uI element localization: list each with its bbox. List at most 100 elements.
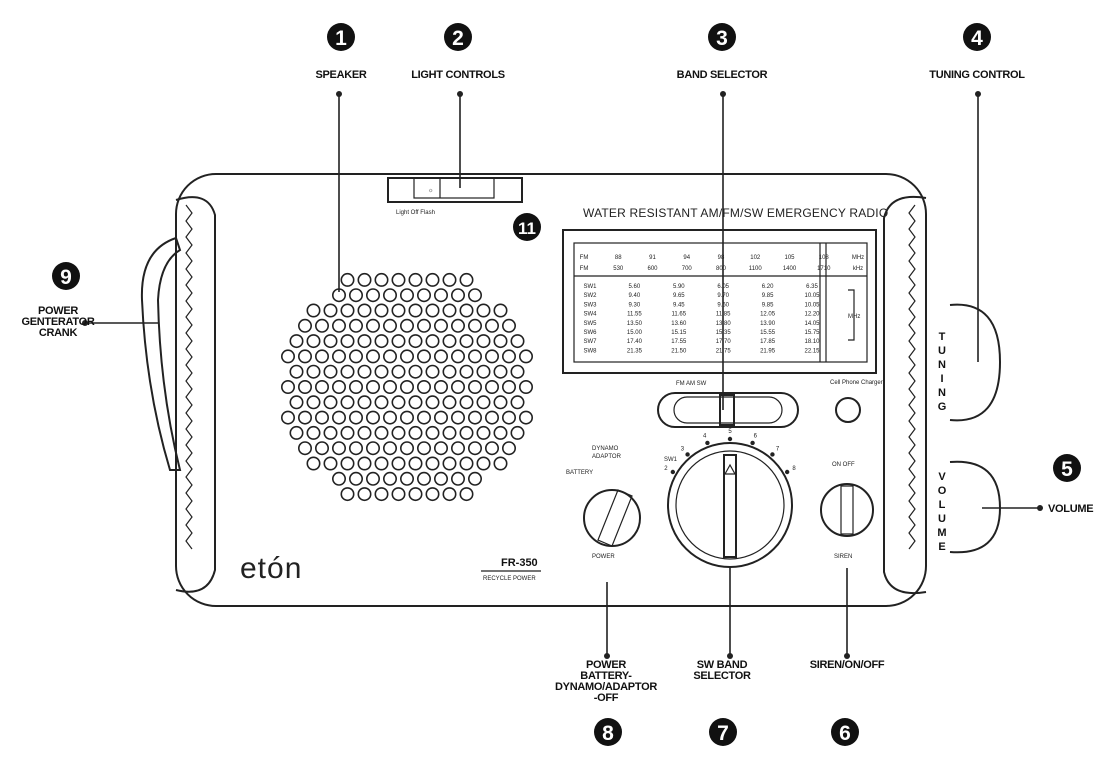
- speaker-hole: [408, 364, 423, 379]
- volume-vertical-label: VOLUME: [937, 471, 946, 553]
- power-knob[interactable]: DYNAMO ADAPTOR BATTERY POWER: [566, 446, 641, 560]
- speaker-hole: [425, 487, 440, 502]
- sw-scale-label: 9.45: [673, 302, 685, 308]
- band-switch-slider[interactable]: [719, 394, 735, 426]
- speaker-hole: [374, 334, 389, 349]
- crank-handle[interactable]: [140, 236, 182, 471]
- speaker-hole: [510, 425, 525, 440]
- speaker-hole: [493, 456, 508, 471]
- am-scale-label: 1400: [783, 266, 797, 272]
- speaker-hole: [391, 395, 406, 410]
- sw-scale-label: 9.65: [673, 293, 685, 299]
- power-knob-grip[interactable]: [597, 489, 633, 547]
- speaker-hole: [510, 334, 525, 349]
- speaker-hole: [467, 410, 482, 425]
- speaker-hole: [493, 303, 508, 318]
- sw-unit-label: MHz: [848, 314, 860, 320]
- callout-badge-8: 8: [594, 718, 622, 746]
- tuning-wheel[interactable]: [949, 303, 1002, 422]
- siren-knob-grip[interactable]: [840, 485, 854, 535]
- power-knob-bottom-label: POWER: [592, 554, 615, 560]
- cell-phone-charger-port[interactable]: [835, 397, 861, 423]
- speaker-hole: [374, 425, 389, 440]
- speaker-hole: [306, 303, 321, 318]
- speaker-hole: [450, 410, 465, 425]
- speaker-hole: [459, 364, 474, 379]
- speaker-hole: [382, 288, 397, 303]
- speaker-hole: [493, 364, 508, 379]
- callout-number-9: 9: [60, 266, 72, 289]
- speaker-hole: [484, 410, 499, 425]
- cell-phone-charger[interactable]: Cell Phone Charger: [830, 380, 883, 423]
- sw-scale-label: SW4: [583, 312, 597, 318]
- tuning-control[interactable]: TUNING: [938, 303, 1002, 422]
- speaker-hole: [365, 410, 380, 425]
- speaker-hole: [459, 395, 474, 410]
- power-knob-adaptor-label: ADAPTOR: [592, 454, 622, 460]
- volume-letters-letter: O: [938, 485, 947, 497]
- speaker-hole: [433, 379, 448, 394]
- sw-dial-number: 4: [703, 433, 707, 439]
- tuning-letters-letter: U: [938, 345, 946, 357]
- callout-badge-7: 7: [709, 718, 737, 746]
- siren-knob[interactable]: ON OFF SIREN: [820, 462, 874, 560]
- speaker-hole: [416, 288, 431, 303]
- light-controls[interactable]: ☼ Light Off Flash: [387, 177, 523, 216]
- speaker-hole: [408, 395, 423, 410]
- sw-dial-number: 2: [664, 466, 668, 472]
- sw-scale-label: 10.05: [804, 302, 820, 308]
- band-switch-housing: [657, 392, 799, 428]
- sw-dial-tick: [705, 440, 710, 446]
- power-generator-crank[interactable]: [140, 236, 182, 471]
- speaker-hole: [382, 379, 397, 394]
- callout-6: SIREN/ON/OFF 6: [810, 659, 885, 746]
- fm-scale-label: 102: [750, 255, 761, 261]
- sw-scale-label: 12.05: [760, 312, 776, 318]
- sw-scale-label: 11.55: [627, 312, 642, 318]
- speaker-hole: [348, 288, 363, 303]
- speaker-hole: [425, 425, 440, 440]
- speaker-hole: [518, 410, 533, 425]
- sw-dial-number: 7: [776, 446, 780, 452]
- fm-scale-label: 94: [683, 255, 690, 261]
- speaker-hole: [323, 425, 338, 440]
- callout-badge-6: 6: [831, 718, 859, 746]
- sw-dial-grip[interactable]: [723, 454, 737, 558]
- callout-3: 3 BAND SELECTOR: [677, 23, 768, 81]
- speaker-hole: [467, 349, 482, 364]
- callout-number-5: 5: [1061, 458, 1073, 481]
- sw-dial-number: 6: [754, 433, 758, 439]
- callout-8: POWER BATTERY- DYNAMO/ADAPTOR -OFF 8: [555, 659, 658, 746]
- sw-scale-label: 9.30: [629, 302, 641, 308]
- speaker-hole: [365, 379, 380, 394]
- volume-wheel[interactable]: [949, 460, 1002, 554]
- speaker-hole: [306, 456, 321, 471]
- speaker-hole: [459, 334, 474, 349]
- fm-scale-label: FM: [580, 255, 589, 261]
- callout-badge-11: 11: [513, 213, 541, 241]
- speaker-hole: [433, 471, 448, 486]
- sw-dial-outer: [667, 442, 793, 568]
- am-scale-label: 530: [613, 266, 624, 272]
- callout-label-band-selector: BAND SELECTOR: [677, 69, 768, 81]
- speaker-hole: [382, 441, 397, 456]
- siren-knob-dial[interactable]: [820, 483, 874, 537]
- sw-dial-tick: [770, 452, 775, 457]
- speaker-hole: [365, 318, 380, 333]
- sw-scale-label: 10.05: [804, 293, 820, 299]
- band-switch-track: [673, 396, 783, 424]
- speaker-hole: [459, 456, 474, 471]
- light-switch-slider[interactable]: [413, 177, 495, 199]
- callout-label-tuning-control: TUNING CONTROL: [929, 69, 1025, 81]
- speaker-hole: [314, 349, 329, 364]
- speaker-hole: [340, 487, 355, 502]
- speaker-hole: [476, 425, 491, 440]
- speaker-hole: [459, 303, 474, 318]
- speaker-hole: [297, 441, 312, 456]
- sw-scale-label: 12.20: [804, 312, 820, 318]
- band-selector[interactable]: FM AM SW: [657, 381, 799, 428]
- speaker-hole: [518, 349, 533, 364]
